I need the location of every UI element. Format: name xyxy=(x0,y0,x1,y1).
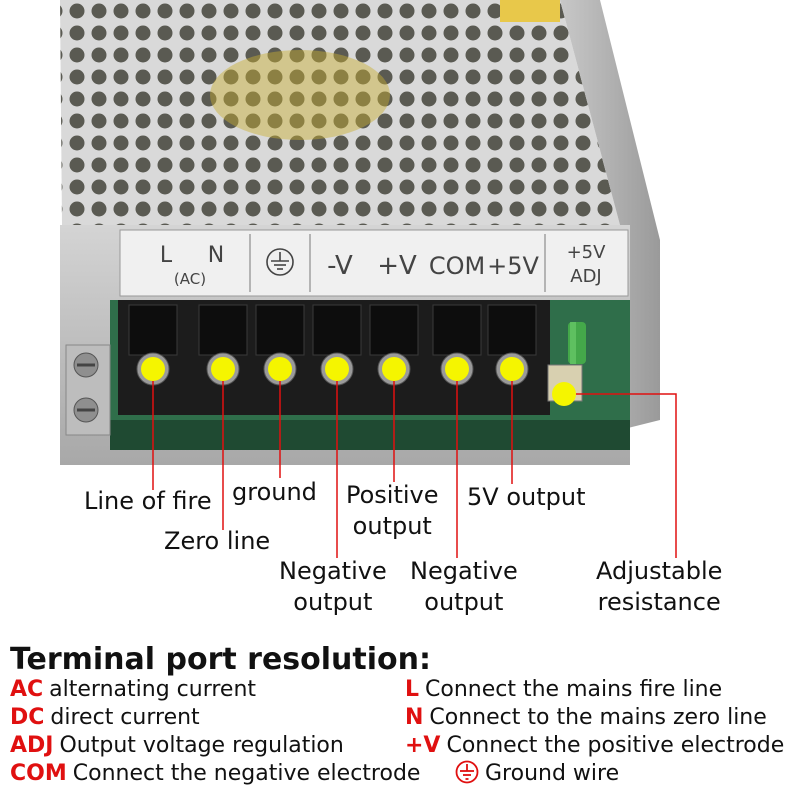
label-minus-v: -V xyxy=(327,251,353,281)
qc-sticker xyxy=(500,0,560,22)
callout-positive-output: Positive output xyxy=(346,481,439,540)
callout-adjustable-resistance: Adjustable resistance xyxy=(596,557,723,616)
mounting-screws xyxy=(65,344,111,436)
callout-5v-output: 5V output xyxy=(467,483,586,511)
power-supply-photo: L N (AC) -V +V COM +5V +5V ADJ xyxy=(60,0,660,465)
marker-dot xyxy=(211,357,235,381)
legend-text: Connect the mains fire line xyxy=(425,677,723,702)
legend-text: Ground wire xyxy=(485,761,620,786)
legend-text: direct current xyxy=(50,705,200,730)
callout-zero-line: Zero line xyxy=(164,527,271,555)
status-led xyxy=(568,322,586,364)
legend-key: DC xyxy=(10,705,45,730)
legend-text: Connect the positive electrode xyxy=(446,733,785,758)
legend-key: COM xyxy=(10,761,67,786)
legend-text: Output voltage regulation xyxy=(59,733,344,758)
marker-dot xyxy=(552,382,576,406)
label-adj-top: +5V xyxy=(567,242,607,263)
callout-ground: ground xyxy=(232,478,317,506)
legend-key: +V xyxy=(405,733,441,758)
legend-key: ADJ xyxy=(10,733,54,758)
callout-line-of-fire: Line of fire xyxy=(84,487,212,515)
marker-dot xyxy=(325,357,349,381)
label-com: COM xyxy=(429,252,485,280)
terminal-label-strip: L N (AC) -V +V COM +5V +5V ADJ xyxy=(119,229,629,297)
legend-key: N xyxy=(405,705,424,730)
marker-dot xyxy=(500,357,524,381)
label-plus-5v: +5V xyxy=(487,252,539,280)
legend-title: Terminal port resolution: xyxy=(10,642,431,677)
marker-dot xyxy=(268,357,292,381)
label-adj: ADJ xyxy=(570,266,601,287)
legend-text: Connect the negative electrode xyxy=(72,761,421,786)
callout-negative-output-1: Negative output xyxy=(279,557,387,616)
case-side-wall xyxy=(560,0,660,430)
marker-dot xyxy=(382,357,406,381)
marker-dot xyxy=(445,357,469,381)
callout-negative-output-2: Negative output xyxy=(410,557,518,616)
perforated-lid xyxy=(60,0,620,225)
label-L: L xyxy=(160,243,173,268)
marker-dot xyxy=(141,357,165,381)
ground-icon xyxy=(266,248,294,276)
ground-icon xyxy=(455,760,479,784)
legend-key: AC xyxy=(10,677,44,702)
legend-text: Connect to the mains zero line xyxy=(429,705,767,730)
label-N: N xyxy=(208,243,224,268)
legend-key: L xyxy=(405,677,420,702)
label-AC: (AC) xyxy=(174,270,206,288)
legend-text: alternating current xyxy=(49,677,257,702)
legend-right-3: Ground wire xyxy=(455,760,619,788)
label-plus-v: +V xyxy=(377,251,417,281)
